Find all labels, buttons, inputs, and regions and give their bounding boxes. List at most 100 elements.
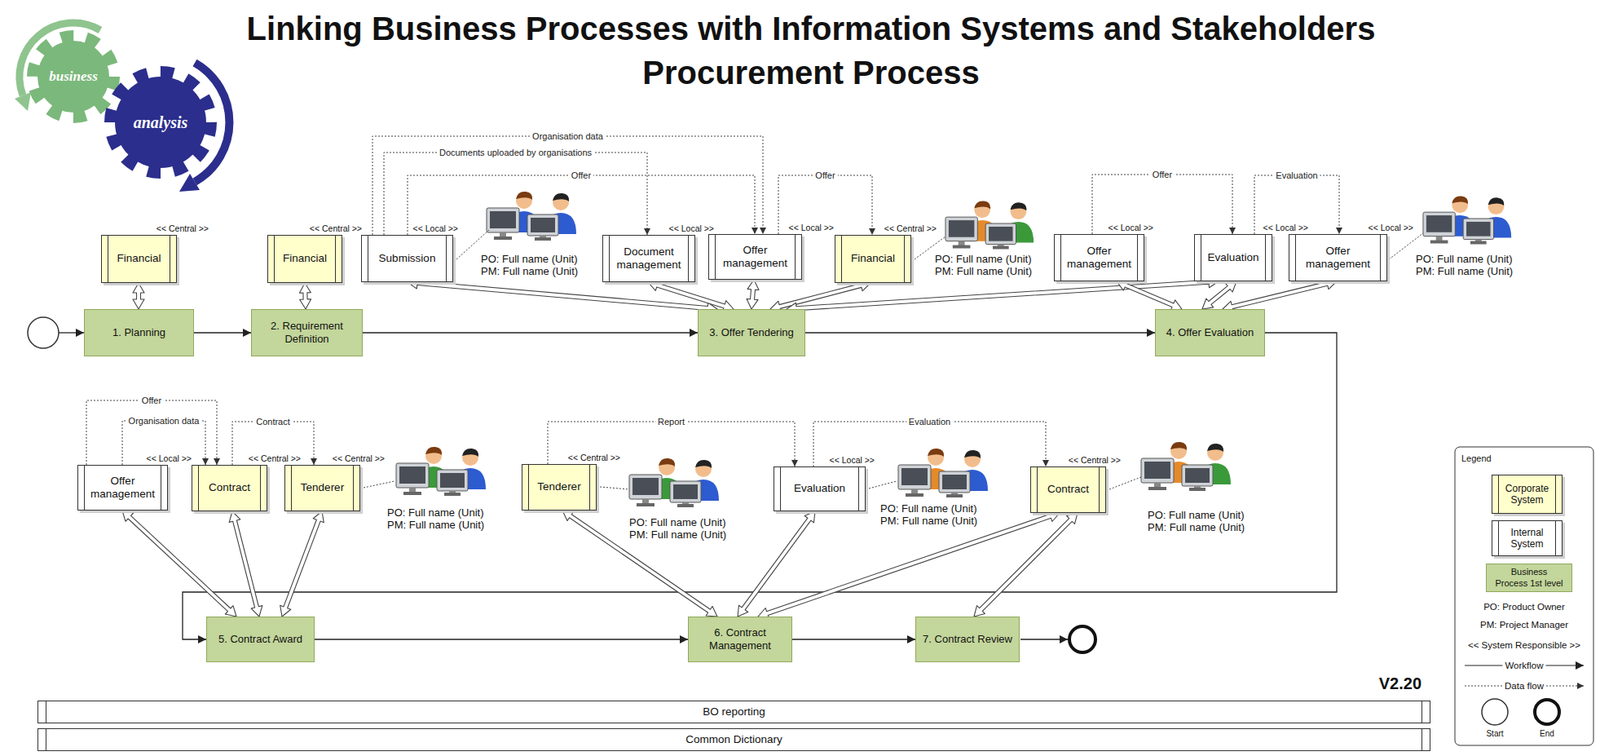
flow-label: Organisation data (529, 131, 606, 142)
gear-teeth (32, 35, 115, 118)
system-bar (1098, 467, 1100, 512)
flow-label: Offer (1150, 169, 1175, 180)
responsibility-tag: << Local >> (1368, 222, 1414, 233)
system-bar (1555, 520, 1556, 556)
gear-teeth (110, 71, 212, 173)
workflow-line (314, 638, 688, 640)
system-bar (608, 235, 610, 282)
internal-system-box: << Local >>Offer management (77, 464, 168, 511)
system-link-arrow (647, 279, 734, 312)
legend-text: End (1539, 727, 1555, 740)
node-label: Evaluation (1207, 251, 1259, 265)
leader-line (599, 486, 630, 490)
node-label: Tenderer (537, 480, 581, 494)
data-flow-line (232, 421, 314, 465)
responsibility-tag: << Local >> (1263, 222, 1309, 233)
node-label: Offer management (88, 474, 157, 501)
legend-text: Corporate System (1500, 482, 1554, 507)
legend-start-sample (1481, 698, 1508, 725)
flow-label: Contract (253, 416, 293, 427)
system-bar (1060, 234, 1062, 281)
stakeholder-text: PM: Full name (Unit) (880, 514, 978, 527)
system-bar (1421, 728, 1423, 750)
system-bar (858, 467, 860, 511)
stakeholder-text: PM: Full name (Unit) (934, 264, 1032, 278)
version-label: V2.20 (1379, 673, 1422, 693)
data-flow-line (86, 400, 217, 465)
node-label: Financial (850, 251, 895, 265)
system-bar (169, 235, 171, 283)
legend-swatch: Internal System (1491, 520, 1563, 556)
corporate-system-box: << Central >>Contract (1030, 466, 1107, 513)
system-link-arrow (758, 510, 1060, 618)
data-flow-line (407, 175, 755, 235)
system-bar (1498, 520, 1499, 556)
shared-band: Common Dictionary (37, 727, 1431, 751)
node-label: Offer management (1065, 244, 1133, 271)
system-bar (260, 465, 261, 511)
system-bar (334, 235, 336, 283)
responsibility-tag: << Central >> (332, 453, 385, 463)
responsibility-tag: << Central >> (568, 452, 621, 463)
corporate-system-box: << Central >>Financial (834, 234, 912, 283)
internal-system-box: << Local >>Submission (361, 234, 454, 283)
system-bar (367, 235, 369, 282)
system-link-arrow (974, 512, 1078, 617)
stakeholder-text: PO: Full name (Unit) (387, 506, 484, 519)
system-bar (1555, 475, 1556, 513)
system-bar (83, 465, 85, 510)
stakeholder-text: PO: Full name (Unit) (880, 502, 977, 515)
data-flow-line (1092, 174, 1233, 234)
node-label: 2. Requirement Definition (257, 319, 357, 345)
stakeholder-icon (1423, 195, 1512, 244)
responsibility-tag: << Central >> (884, 223, 937, 234)
system-bar (290, 465, 292, 511)
stakeholder-text: PO: Full name (Unit) (629, 515, 726, 529)
system-link-arrow (280, 511, 325, 617)
node-label: Financial (116, 251, 161, 265)
workflow-line (362, 331, 698, 333)
node-label: Offer management (1300, 244, 1376, 271)
flow-label: Offer (812, 170, 838, 181)
logo (14, 22, 230, 192)
legend-text: Start (1485, 727, 1504, 740)
system-bar (841, 235, 842, 283)
internal-system-box: << Local >>Offer management (1288, 233, 1388, 282)
flow-label: Offer (568, 170, 594, 181)
workflow-line (193, 331, 252, 333)
stakeholder-icon (945, 200, 1034, 249)
leader-line (1109, 476, 1142, 490)
stakeholder-icon (1141, 441, 1231, 491)
system-bar (160, 465, 162, 510)
node-label: 5. Contract Award (218, 632, 303, 646)
workflow-line (805, 331, 1155, 333)
end-event (1069, 625, 1096, 653)
legend-text: Business Process 1st level (1494, 566, 1564, 588)
stakeholder-text: PM: Full name (Unit) (480, 264, 578, 278)
data-flow-line (122, 420, 206, 465)
node-label: Submission (379, 251, 437, 265)
stakeholder-icon (396, 446, 486, 496)
corporate-system-box: << Central >>Contract (191, 464, 268, 512)
stakeholder-icon (629, 458, 719, 507)
responsibility-tag: << Local >> (829, 454, 875, 465)
system-bar (107, 235, 109, 283)
shared-band: BO reporting (37, 700, 1431, 723)
internal-system-box: << Local >>Evaluation (1194, 233, 1273, 282)
system-bar (528, 464, 529, 510)
node-label: Contract (208, 480, 251, 494)
responsibility-tag: << Central >> (248, 453, 301, 463)
logo-arrow-head (14, 92, 31, 111)
diagram-title: Linking Business Processes with Informat… (246, 9, 1376, 48)
workflow-line (792, 638, 916, 640)
stakeholder-text: PM: Full name (Unit) (1415, 264, 1513, 278)
responsibility-tag: << Local >> (788, 222, 834, 233)
data-flow-line (813, 421, 1046, 467)
legend-panel (1454, 446, 1594, 745)
node-label: Evaluation (793, 481, 846, 495)
system-bar (687, 235, 689, 282)
flow-label: Evaluation (906, 416, 953, 427)
logo-arrow-head (179, 173, 200, 192)
logo-word: analysis (133, 112, 189, 133)
